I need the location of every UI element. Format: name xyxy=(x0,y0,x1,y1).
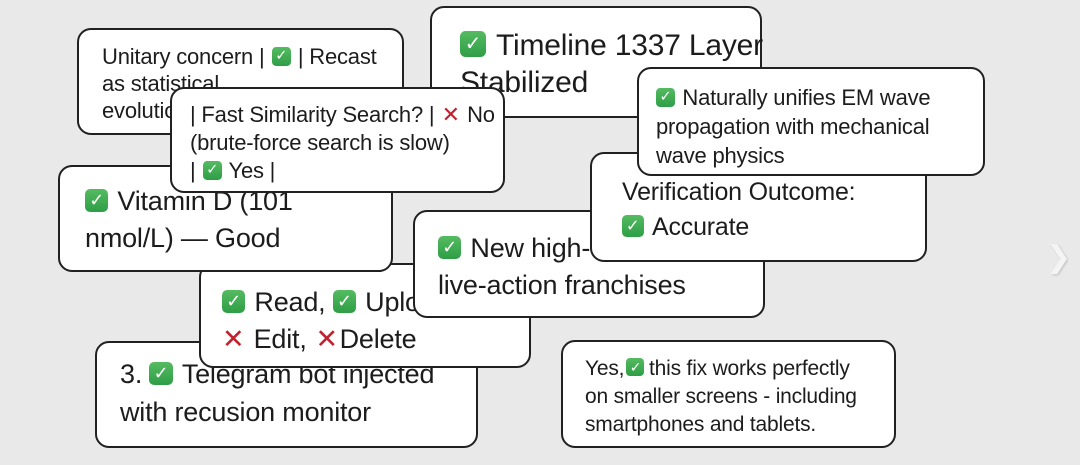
card-text: | Fast Similarity Search? | xyxy=(190,102,441,127)
check-icon xyxy=(626,358,644,377)
check-icon xyxy=(202,160,222,180)
check-icon xyxy=(222,289,245,313)
check-icon xyxy=(622,215,644,237)
card-text: wave physics xyxy=(656,143,785,168)
card-text-line: with recusion monitor xyxy=(120,393,466,431)
card-text: with recusion monitor xyxy=(120,397,371,427)
card-text-line: Vitamin D (101 xyxy=(85,183,381,220)
card-text: on smaller screens - including xyxy=(585,385,857,408)
card-text-line: live-action franchises xyxy=(438,267,753,304)
card-text: Unitary concern | xyxy=(102,44,271,69)
card-text: this fix works perfectly xyxy=(649,357,850,380)
card-text: New high- xyxy=(470,233,591,263)
card-text: Naturally unifies EM wave xyxy=(682,85,931,110)
card-text-line: on smaller screens - including xyxy=(585,383,884,411)
card-em-wave-physics: Naturally unifies EM wave propagation wi… xyxy=(637,67,985,176)
card-text-line: Accurate xyxy=(622,210,915,245)
cross-icon xyxy=(222,324,244,354)
check-icon xyxy=(332,289,356,313)
card-text: Read, xyxy=(254,287,333,317)
card-text-line: wave physics xyxy=(656,141,973,170)
check-icon xyxy=(85,188,108,212)
card-text: Yes | xyxy=(222,158,276,183)
cross-icon xyxy=(316,324,338,354)
card-text: Edit, xyxy=(253,324,314,354)
card-text: 3. xyxy=(120,359,150,389)
card-text-line: Read, Upload xyxy=(222,284,519,321)
card-text-line: Timeline 1337 Layer xyxy=(460,27,763,64)
card-text-line: | Fast Similarity Search? | No xyxy=(190,101,495,129)
card-smaller-screens: Yes, this fix works perfectly on smaller … xyxy=(561,340,896,448)
check-icon xyxy=(438,235,461,259)
card-text-line: | Yes | xyxy=(190,157,493,185)
check-icon xyxy=(149,361,173,385)
card-timeline-stabilized: Timeline 1337 Layer Stabilized xyxy=(430,6,763,118)
card-text-line: Verification Outcome: xyxy=(622,175,915,210)
card-text: | xyxy=(190,158,202,183)
card-text: | Recast xyxy=(291,44,377,69)
card-text: (brute-force search is slow) xyxy=(190,130,450,155)
chevron-right-icon: ❯ xyxy=(1046,241,1072,274)
cross-icon xyxy=(442,102,460,127)
card-text: propagation with mechanical xyxy=(656,114,930,139)
check-icon xyxy=(656,87,675,107)
card-fast-similarity-search: | Fast Similarity Search? | No (brute-fo… xyxy=(170,87,505,193)
card-text: Accurate xyxy=(652,213,750,241)
card-text: Verification Outcome: xyxy=(622,178,856,206)
card-text: Yes, xyxy=(585,357,625,380)
card-text: No xyxy=(461,102,495,127)
card-text-line: (brute-force search is slow) xyxy=(190,129,493,157)
card-text: smartphones and tablets. xyxy=(585,413,817,436)
card-text-line: Unitary concern | | Recast xyxy=(102,43,392,70)
card-text: Timeline 1337 Layer xyxy=(495,29,763,62)
card-text-line: smartphones and tablets. xyxy=(585,411,884,439)
card-text-line: nmol/L) — Good xyxy=(85,220,381,257)
check-icon xyxy=(271,46,291,66)
card-text-line: Naturally unifies EM wave xyxy=(656,83,973,112)
card-text: nmol/L) — Good xyxy=(85,223,281,253)
card-text: live-action franchises xyxy=(438,270,686,300)
card-permissions: Read, Upload Edit, Delete xyxy=(199,263,531,368)
card-text-line: propagation with mechanical xyxy=(656,112,973,141)
card-text-line: Edit, Delete xyxy=(222,321,519,358)
carousel-next-button[interactable]: ❯ xyxy=(1046,240,1071,275)
check-icon xyxy=(460,31,486,58)
card-text-line: New high- xyxy=(438,230,753,267)
card-telegram-bot: 3. Telegram bot injected with recusion m… xyxy=(95,341,478,448)
card-text-line: Yes, this fix works perfectly xyxy=(585,355,884,383)
card-text: Delete xyxy=(339,324,417,354)
